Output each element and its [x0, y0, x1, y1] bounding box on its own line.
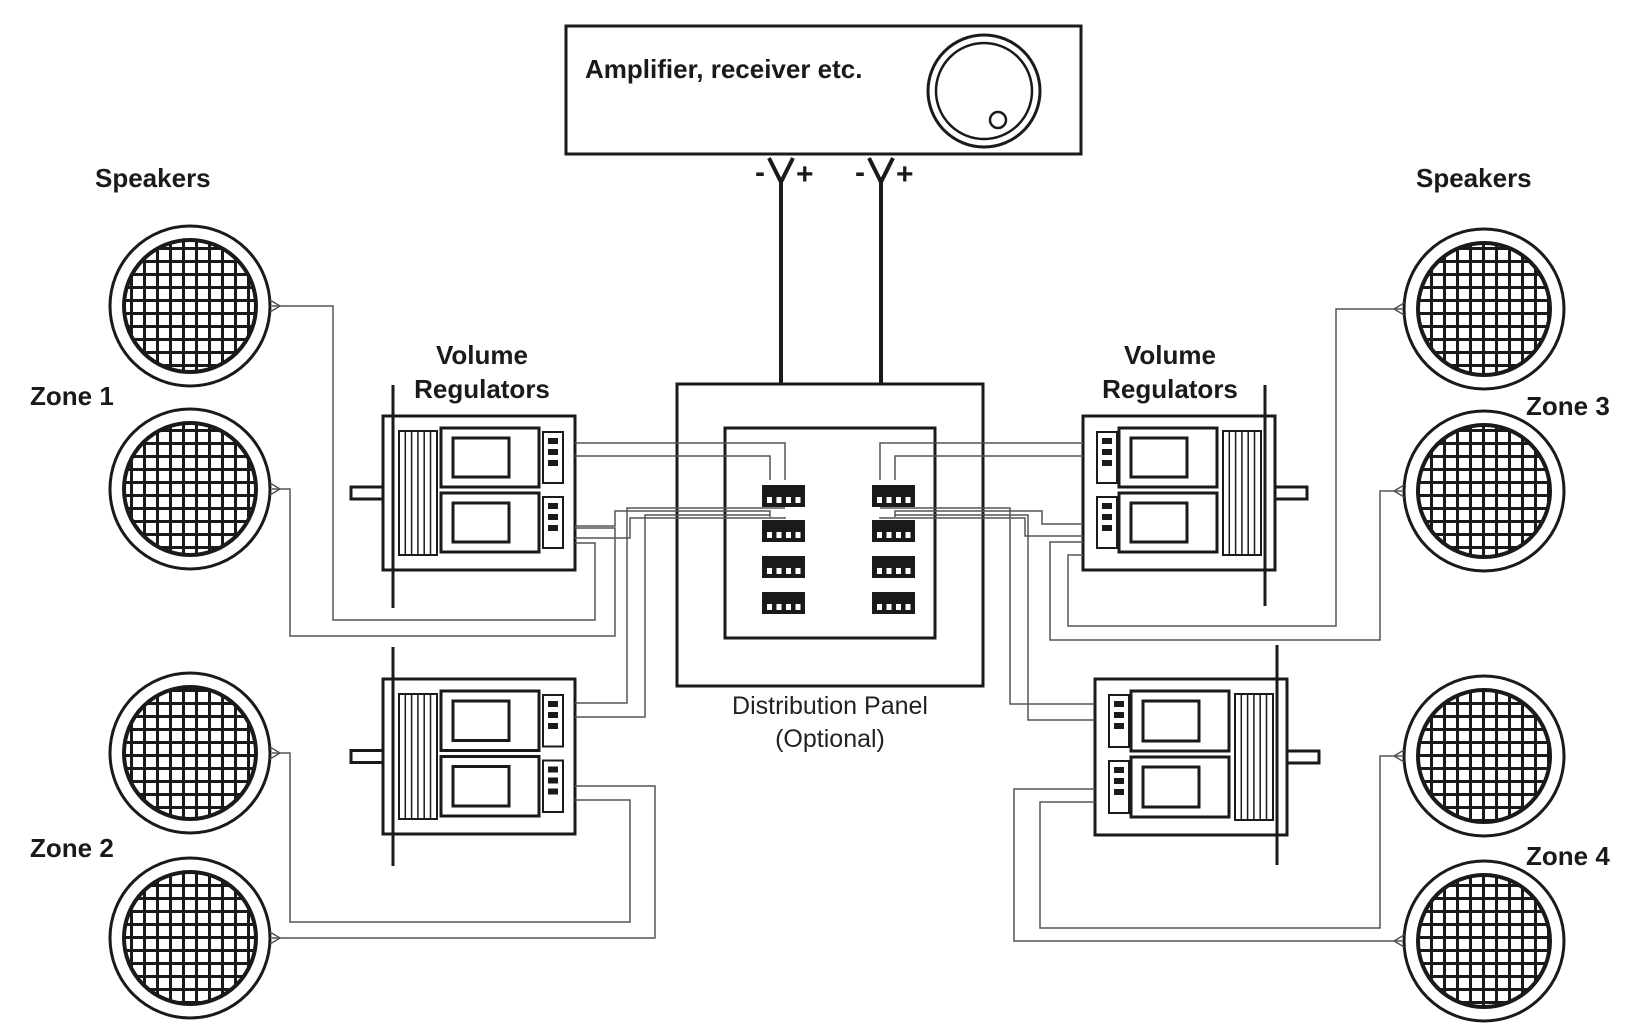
zone-3-speaker-a-icon — [1392, 227, 1566, 391]
speakers-label-left: Speakers — [95, 163, 211, 193]
zone-4-speaker-a-icon — [1392, 674, 1566, 838]
zone-1-label: Zone 1 — [30, 381, 114, 411]
distribution-panel-label: Distribution Panel (Optional) — [705, 690, 955, 756]
terminal-plus-1: + — [796, 158, 814, 191]
distribution-panel — [675, 382, 985, 688]
terminal-block-icon — [1108, 760, 1130, 814]
panel-terminal-block-icon — [762, 592, 805, 614]
zone-3-volume-regulator — [1081, 385, 1309, 606]
volume-regulators-right-line1: Volume — [1124, 340, 1216, 370]
terminal-plus-2: + — [896, 158, 914, 191]
zone-3-speaker-b-icon — [1392, 409, 1566, 573]
volume-knob-icon — [926, 33, 1042, 149]
terminal-block-icon — [1096, 496, 1118, 549]
amplifier-unit — [564, 24, 1083, 156]
zone-1-volume-regulator — [349, 385, 577, 608]
volume-regulators-left-line1: Volume — [436, 340, 528, 370]
distribution-panel-line1: Distribution Panel — [732, 692, 928, 720]
zone-2-speaker-b-icon — [108, 856, 282, 1020]
terminal-block-icon — [542, 694, 564, 748]
zone-2-volume-regulator — [349, 647, 577, 866]
volume-regulators-label-left: Volume Regulators — [392, 338, 572, 406]
zone-2-label: Zone 2 — [30, 833, 114, 863]
terminal-minus-2: - — [855, 156, 865, 189]
zone-2-speaker-a-icon — [108, 671, 282, 835]
speakers-label-right: Speakers — [1416, 163, 1532, 193]
panel-terminal-block-icon — [872, 592, 915, 614]
panel-terminal-blocks — [762, 485, 915, 614]
panel-terminal-block-icon — [762, 485, 805, 507]
volume-regulators — [349, 385, 1321, 866]
amplifier-label: Amplifier, receiver etc. — [585, 54, 863, 84]
terminal-block-icon — [1096, 431, 1118, 484]
zone-1-speaker-b-icon — [108, 407, 282, 571]
zone-4-speaker-b-icon — [1392, 859, 1566, 1023]
terminal-block-icon — [542, 431, 564, 484]
panel-terminal-block-icon — [872, 556, 915, 578]
terminal-block-icon — [1108, 694, 1130, 748]
amplifier-outputs — [767, 157, 895, 384]
speakers — [108, 224, 1566, 1023]
terminal-minus-1: - — [755, 156, 765, 189]
volume-regulators-left-line2: Regulators — [414, 374, 550, 404]
panel-terminal-block-icon — [762, 556, 805, 578]
terminal-block-icon — [542, 496, 564, 549]
zone-4-label: Zone 4 — [1526, 841, 1610, 871]
zone-4-volume-regulator — [1093, 645, 1321, 865]
panel-terminal-block-icon — [872, 520, 915, 542]
volume-regulators-label-right: Volume Regulators — [1080, 338, 1260, 406]
zone-1-speaker-a-icon — [108, 224, 282, 388]
speaker-wiring — [272, 305, 1402, 942]
zone-3-label: Zone 3 — [1526, 391, 1610, 421]
terminal-block-icon — [542, 759, 564, 813]
panel-terminal-block-icon — [762, 520, 805, 542]
panel-terminal-block-icon — [872, 485, 915, 507]
distribution-panel-line2: (Optional) — [775, 725, 885, 753]
volume-regulators-right-line2: Regulators — [1102, 374, 1238, 404]
